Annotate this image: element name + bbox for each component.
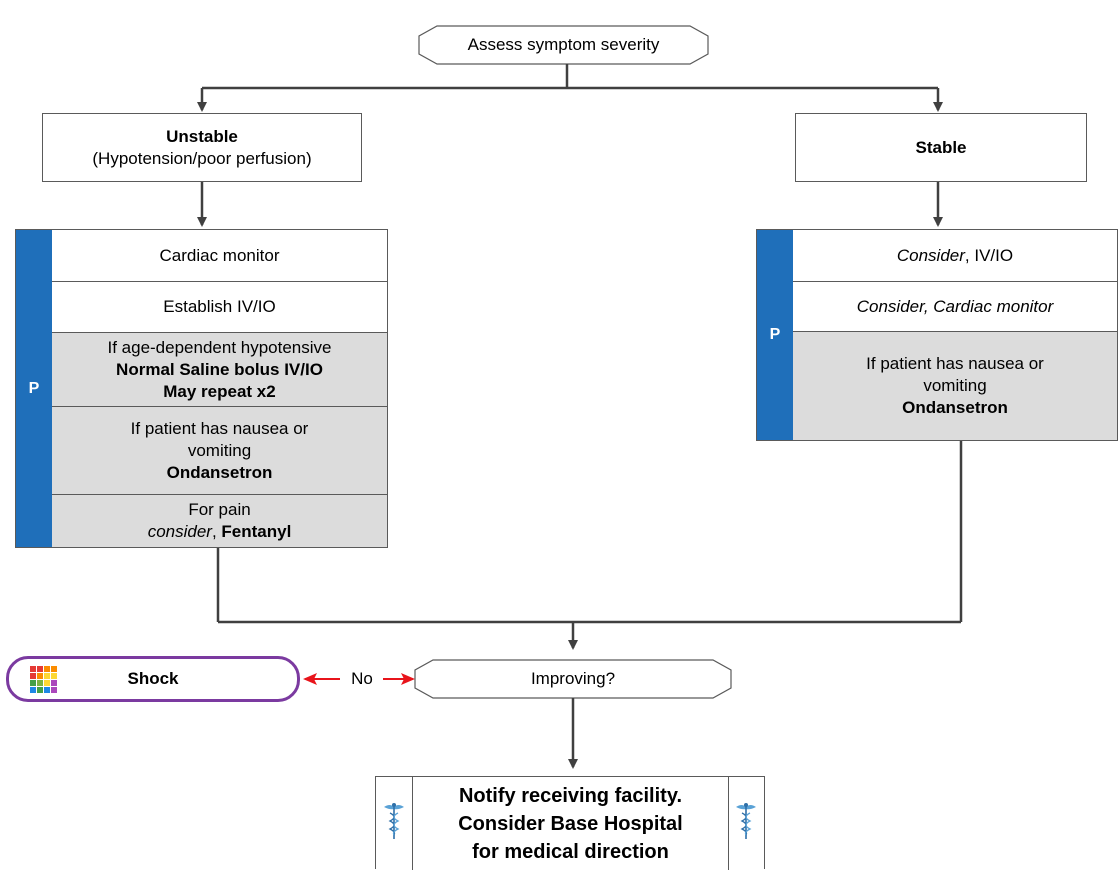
stable-title: Stable [915, 137, 967, 157]
row-cardiac-monitor: Cardiac monitor [52, 230, 387, 282]
assess-label: Assess symptom severity [467, 35, 660, 54]
stable-node: Stable [795, 113, 1087, 182]
protocol-tab-right: P [757, 230, 793, 440]
unstable-title: Unstable [166, 126, 238, 146]
nausea-line2: vomiting [187, 440, 252, 460]
consider-iv-text: Consider, IV/IO [897, 245, 1013, 267]
row-consider-iv: Consider, IV/IO [793, 230, 1117, 282]
hypotensive-line3: May repeat x2 [163, 381, 276, 401]
nausea-right-line1: If patient has nausea or [866, 354, 1044, 373]
unstable-protocol-panel: P Cardiac monitor Establish IV/IO If age… [15, 229, 388, 548]
row-consider-cardiac: Consider, Cardiac monitor [793, 282, 1117, 332]
no-label: No [344, 668, 380, 690]
grid-icon [30, 666, 57, 693]
nausea-line3: Ondansetron [166, 462, 273, 482]
notify-divider-left [412, 777, 413, 870]
notify-divider-right [728, 777, 729, 870]
consider-iv-rest: , IV/IO [964, 245, 1014, 265]
shock-label: Shock [127, 669, 179, 688]
improving-label: Improving? [530, 669, 616, 688]
row-nausea-right: If patient has nausea or vomiting Ondans… [793, 332, 1117, 440]
pain-line2: consider, Fentanyl [148, 521, 292, 543]
shock-protocol-link[interactable]: Shock [6, 656, 300, 702]
nausea-line1: If patient has nausea or [130, 418, 309, 438]
stable-protocol-panel: P Consider, IV/IO Consider, Cardiac moni… [756, 229, 1118, 441]
notify-line1: Notify receiving facility. [458, 784, 683, 807]
protocol-tab-label: P [28, 379, 40, 397]
protocol-tab-left: P [16, 230, 52, 547]
nausea-right-line2: vomiting [923, 376, 987, 395]
notify-line2: Consider Base Hospital [458, 812, 683, 835]
protocol-tab-label: P [769, 326, 781, 343]
unstable-subtitle: (Hypotension/poor perfusion) [92, 148, 312, 168]
caduceus-icon [734, 801, 758, 841]
hypotensive-line1: If age-dependent hypotensive [107, 337, 332, 357]
notify-text: Notify receiving facility. Consider Base… [413, 777, 728, 870]
cardiac-monitor-text: Cardiac monitor [159, 245, 280, 265]
improving-octagon-shape [414, 659, 732, 699]
notify-line3: for medical direction [472, 840, 669, 863]
caduceus-icon [382, 801, 406, 841]
assess-octagon-shape [418, 25, 709, 65]
consider-iv-italic: Consider [896, 245, 965, 265]
hypotensive-line2: Normal Saline bolus IV/IO [116, 359, 323, 379]
pain-line1: For pain [188, 500, 251, 519]
pain-comma: , [211, 522, 222, 541]
establish-iv-text: Establish IV/IO [163, 297, 276, 316]
improving-node: Improving? [415, 660, 731, 698]
row-establish-iv: Establish IV/IO [52, 282, 387, 333]
row-nausea: If patient has nausea or vomiting Ondans… [52, 407, 387, 495]
no-label-text: No [351, 669, 373, 688]
consider-cardiac-text: Consider, Cardiac monitor [856, 296, 1054, 316]
pain-consider: consider [147, 522, 212, 541]
row-hypotensive: If age-dependent hypotensive Normal Sali… [52, 333, 387, 407]
unstable-node: Unstable (Hypotension/poor perfusion) [42, 113, 362, 182]
assess-severity-node: Assess symptom severity [419, 26, 708, 64]
notify-facility-node: Notify receiving facility. Consider Base… [375, 776, 765, 870]
nausea-right-line3: Ondansetron [902, 398, 1008, 417]
pain-drug: Fentanyl [221, 522, 292, 541]
row-pain: For pain consider, Fentanyl [52, 495, 387, 547]
